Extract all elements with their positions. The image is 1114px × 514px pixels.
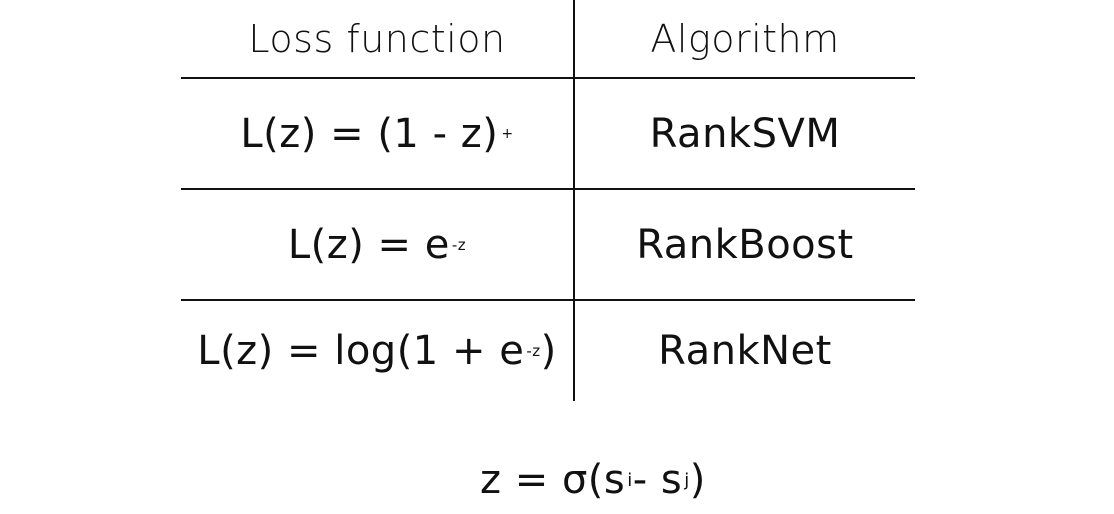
header-divider [181, 77, 915, 79]
algorithm-ranksvm: RankSVM [649, 110, 841, 157]
column-divider [573, 0, 575, 401]
header-algorithm: Algorithm [650, 16, 840, 61]
loss-formula-ranksvm: L(z) = (1 - z)+ [181, 79, 573, 188]
header-loss-function: Loss function [248, 16, 506, 61]
formula-superscript: -z [526, 342, 541, 360]
loss-formula-rankboost: L(z) = e-z [181, 190, 573, 299]
formula-subscript: + [501, 125, 514, 142]
footer-middle: - s [632, 457, 683, 503]
algorithm-ranknet: RankNet [658, 328, 832, 374]
formula-main: L(z) = (1 - z) [240, 110, 499, 157]
footer-prefix: z = σ(s [480, 457, 626, 503]
formula-main: L(z) = log(1 + e [197, 328, 525, 374]
algorithm-rankboost: RankBoost [636, 221, 854, 268]
subscript-j: j [684, 469, 690, 491]
row-divider [181, 299, 915, 301]
row-divider [181, 188, 915, 190]
formula-main: L(z) = e [287, 221, 450, 268]
formula-tail: ) [540, 328, 557, 374]
loss-function-table: Loss function Algorithm L(z) = (1 - z)+ … [181, 0, 915, 401]
footer-suffix: ) [689, 457, 706, 503]
formula-superscript: -z [451, 235, 467, 254]
loss-formula-ranknet: L(z) = log(1 + e-z) [181, 301, 573, 401]
subscript-i: i [627, 469, 633, 491]
